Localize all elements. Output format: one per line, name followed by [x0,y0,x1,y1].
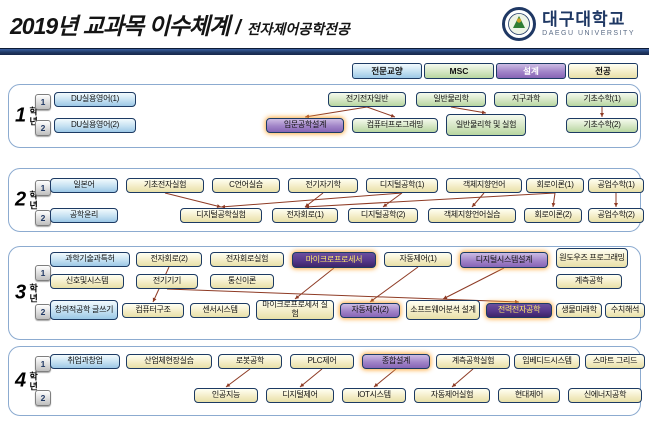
year-1-label: 1 학년 [15,105,40,128]
year-3-semester-2-badge: 2 [35,304,51,320]
course-comp-prog: 컴퓨터프로그래밍 [352,118,438,133]
course-numerical: 수치해석 [605,303,645,318]
course-windows-prog: 원도우즈 프로그래밍 [556,248,628,268]
course-eng-math1: 공업수학(1) [588,178,644,193]
course-basic-math1: 기초수학(1) [566,92,638,107]
course-modern-control: 현대제어 [498,388,560,403]
course-creative-writing: 창의적공학 글쓰기 [50,300,118,320]
year-4-label: 4 학년 [15,370,40,393]
course-c-lang: C언어실습 [212,178,280,193]
year-3-semester-1-badge: 1 [35,265,51,281]
year-4-number: 4 [15,369,27,392]
title-divider: / [235,17,241,39]
course-auto2: 자동제어(2) [340,303,400,318]
title-subtitle: 전자제어공학전공 [246,21,350,37]
course-earth-sci: 지구과학 [494,92,558,107]
year-4-semester-2-badge: 2 [35,390,51,406]
course-sw-design: 소프트웨어분석 설계 [406,300,480,320]
course-bio-future: 생물미래학 [556,303,602,318]
course-du-eng2: DU실용영어(2) [54,118,136,133]
year-2-label: 2 학년 [15,189,40,212]
year-2-suffix: 학년 [28,190,39,210]
university-logo: 대구대학교 DAEGU UNIVERSITY [502,7,635,41]
course-comp-arch: 컴퓨터구조 [122,303,184,318]
year-3-number: 3 [15,281,27,304]
course-dsd: 디지털시스템설계 [460,252,548,268]
course-career: 취업과창업 [50,354,120,369]
course-instrument-lab: 계측공학실험 [436,354,510,369]
university-logo-emblem [502,7,537,41]
course-instrument: 계측공학 [556,274,622,289]
course-embedded: 임베디드시스템 [514,354,580,369]
course-sensor: 센서시스템 [190,303,250,318]
course-sci-patent: 과학기술과특허 [50,252,130,267]
course-power-elec: 전력전자공학 [486,303,552,318]
year-3-suffix: 학년 [28,283,39,303]
course-ai: 인공지능 [194,388,258,403]
course-iot: IOT시스템 [342,388,406,403]
course-elec-machines: 전기기기 [136,274,198,289]
course-intro-design: 입문공학설계 [266,118,344,133]
year-4-semester-1-badge: 1 [35,356,51,372]
year-1-semester-2-badge: 2 [35,120,51,136]
course-electronics-lab: 전자회로실험 [210,252,284,267]
course-digital-control: 디지털제어 [266,388,334,403]
course-gen-phys-lab: 일반물리학 및 실험 [446,114,526,136]
course-electronics1: 전자회로(1) [272,208,338,223]
page-title: 2019년 교과목 이수체계 / 전자제어공학전공 [10,7,350,41]
course-japanese: 일본어 [50,178,118,193]
year-2-semester-1-badge: 1 [35,180,51,196]
year-2-semester-2-badge: 2 [35,210,51,226]
course-eng-math2: 공업수학(2) [588,208,644,223]
course-du-eng1: DU실용영어(1) [54,92,136,107]
legend-general-education: 전문교양 [352,63,422,79]
course-electronics2: 전자회로(2) [136,252,202,267]
course-oop-lang: 객체지향언어 [446,178,522,193]
university-name: 대구대학교 DAEGU UNIVERSITY [542,11,635,37]
course-oop-lab: 객체지향언어실습 [428,208,516,223]
course-signals: 신호및시스템 [50,274,124,289]
header-divider-bar [0,48,649,55]
course-micro-lab: 마이크로프로세서 실험 [256,300,334,320]
course-digital-lab: 디지털공학실험 [180,208,262,223]
year-3-label: 3 학년 [15,282,40,305]
course-eng-ethics: 공학윤리 [50,208,118,223]
course-smart-grid: 스마트 그리드 [585,354,645,369]
course-digital1: 디지털공학(1) [366,178,438,193]
course-electromag: 전기자기학 [288,178,358,193]
course-circuit2: 회로이론(2) [524,208,582,223]
course-circuit1: 회로이론(1) [526,178,584,193]
year-4-suffix: 학년 [28,371,39,391]
course-capstone: 종합설계 [362,354,430,369]
course-industry: 산업체현장실습 [126,354,212,369]
course-digital2: 디지털공학(2) [348,208,418,223]
course-micro: 마이크로프로세서 [292,252,376,268]
course-auto1: 자동제어(1) [384,252,452,267]
year-1-number: 1 [15,104,27,127]
header: 2019년 교과목 이수체계 / 전자제어공학전공 대구대학교 DAEGU UN… [0,0,649,48]
title-main: 2019년 교과목 이수체계 [10,13,230,39]
university-name-ko: 대구대학교 [542,10,626,29]
course-elec-gen: 전기전자일반 [328,92,406,107]
course-basic-math2: 기초수학(2) [566,118,638,133]
course-new-energy: 신에너지공학 [568,388,642,403]
year-1-semester-1-badge: 1 [35,94,51,110]
legend-msc: MSC [424,63,494,79]
year-2-number: 2 [15,188,27,211]
legend-design: 설계 [496,63,566,79]
year-1-suffix: 학년 [28,106,39,126]
course-comm-theory: 통신이론 [210,274,274,289]
course-basic-elec-lab: 기초전자실험 [126,178,204,193]
course-robot: 로봇공학 [218,354,282,369]
course-gen-phys: 일반물리학 [416,92,486,107]
course-auto-lab: 자동제어실험 [414,388,490,403]
university-name-en: DAEGU UNIVERSITY [542,30,635,37]
course-plc: PLC제어 [290,354,354,369]
legend-major: 전공 [568,63,638,79]
